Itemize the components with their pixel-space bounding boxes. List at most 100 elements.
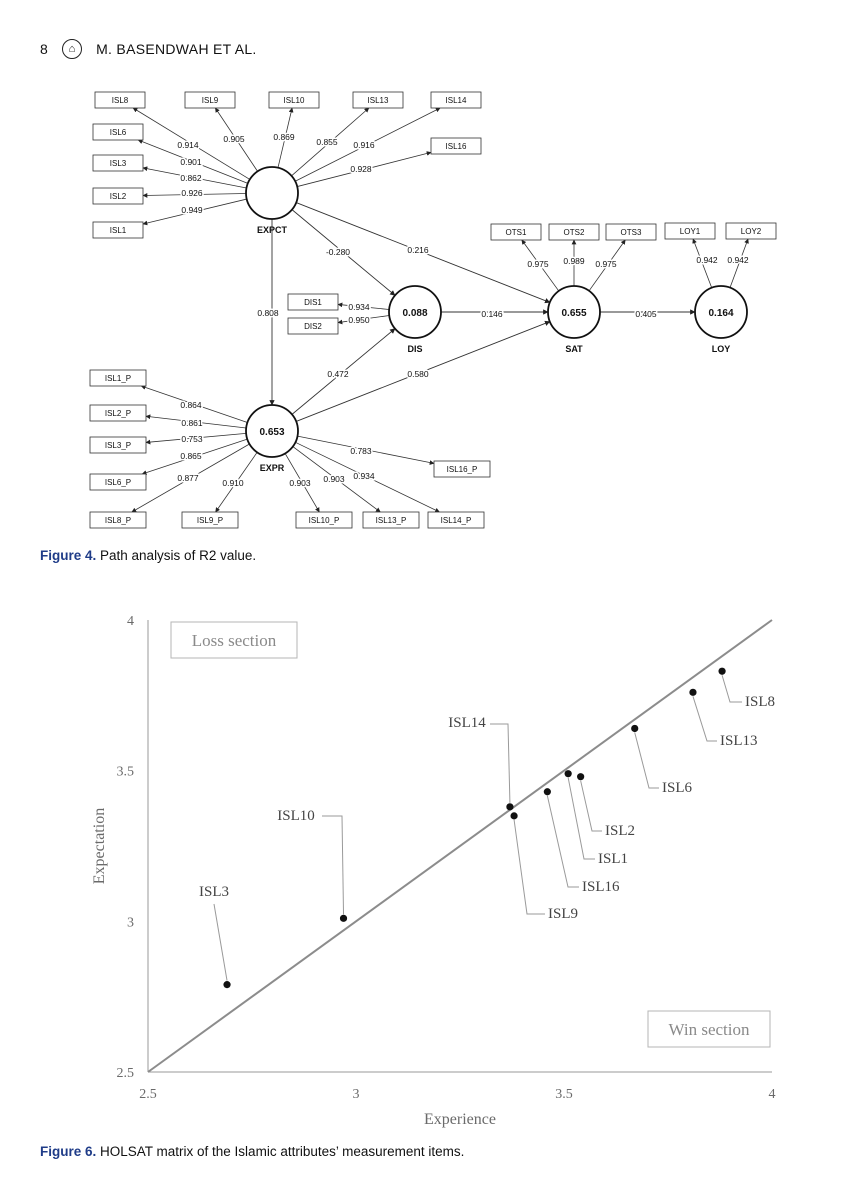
loss-section-box [170,621,298,659]
indicator-box-isl14-p [427,511,485,529]
loading-arrow-isl9-p [215,452,258,513]
path-arrow-expct-sat [296,202,551,304]
figure4-caption-text: Path analysis of R2 value. [96,548,257,563]
loading-arrow-loy2 [729,238,749,288]
indicator-box-isl1-p [89,369,147,387]
loading-value-isl16: 0.928 [350,164,372,174]
indicator-box-isl8 [94,91,146,109]
figure6-caption: Figure 6. HOLSAT matrix of the Islamic a… [40,1144,464,1159]
loading-value-isl8: 0.914 [177,140,199,150]
loading-value-isl6: 0.901 [180,157,202,167]
loading-arrow-isl8-p [131,443,250,513]
win-section-label: Win section [669,1020,750,1039]
indicator-label-isl1: ISL1 [110,226,127,235]
loading-value-isl14-p: 0.934 [353,471,375,481]
indicator-box-isl13-p [362,511,420,529]
indicator-label-isl3-p: ISL3_P [105,441,131,450]
leader-line-isl1 [567,777,595,860]
page-number: 8 [40,41,49,57]
construct-label-dis: DIS [407,344,422,354]
indicator-label-isl9-p: ISL9_P [197,516,223,525]
indicator-label-isl10: ISL10 [284,96,305,105]
leader-line-isl16 [546,795,579,888]
indicator-label-isl10-p: ISL10_P [309,516,340,525]
loading-value-isl1: 0.949 [181,205,203,215]
loading-arrow-isl14-p [295,441,440,513]
data-point-isl2 [577,773,585,781]
y-tick-label: 3 [127,915,134,930]
loading-value-isl13-p: 0.903 [323,474,345,484]
indicator-label-ots2: OTS2 [564,228,585,237]
loading-arrow-isl3 [142,166,247,189]
leader-line-isl6 [634,732,659,789]
construct-circle-expct [245,166,299,220]
win-section-box [647,1010,771,1048]
loading-value-isl14: 0.916 [353,140,375,150]
indicator-label-isl3: ISL3 [110,159,127,168]
indicator-label-isl13: ISL13 [368,96,389,105]
loading-arrow-isl16-p [297,435,435,465]
path-coef-expct-dis: -0.280 [326,247,350,257]
indicator-label-dis2: DIS2 [304,322,322,331]
loading-value-isl6-p: 0.865 [180,451,202,461]
x-axis-label: Experience [424,1111,496,1128]
figure6-caption-text: HOLSAT matrix of the Islamic attributes’… [96,1144,465,1159]
diagram-arrows [131,107,749,513]
loading-value-isl2: 0.926 [181,188,203,198]
point-label-isl13: ISL13 [720,733,758,749]
loading-value-dis1: 0.934 [348,302,370,312]
construct-label-expr: EXPR [260,463,285,473]
path-arrow-expr-dis [291,328,396,415]
diagram-labels: ISL80.914ISL90.905ISL100.869ISL130.855IS… [105,96,762,525]
construct-r2-sat: 0.655 [561,308,586,319]
indicator-box-dis2 [287,317,339,335]
journal-logo-icon: ⌂ [62,39,83,59]
loading-value-dis2: 0.950 [348,315,370,325]
point-label-isl9: ISL9 [548,906,578,922]
point-label-isl16: ISL16 [582,879,620,895]
loading-value-loy2: 0.942 [727,255,749,265]
loading-value-isl10: 0.869 [273,132,295,142]
point-label-isl10: ISL10 [277,808,315,824]
indicator-box-isl10-p [295,511,353,529]
path-coef-expr-dis: 0.472 [327,369,349,379]
y-axis-label: Expectation [91,808,108,884]
indicator-box-isl10 [268,91,320,109]
indicator-box-isl3 [92,154,144,172]
diagram-nodes [89,91,777,529]
construct-r2-expr: 0.653 [259,427,284,438]
indicator-label-isl8: ISL8 [112,96,129,105]
x-tick-label: 3.5 [555,1087,573,1102]
indicator-label-loy2: LOY2 [741,227,762,236]
loading-arrow-isl3-p [145,432,247,445]
indicator-label-isl8-p: ISL8_P [105,516,131,525]
path-coef-expct-sat: 0.216 [407,245,429,255]
data-point-isl3 [223,981,231,989]
leader-line-isl3 [213,903,228,981]
indicator-label-isl14-p: ISL14_P [441,516,472,525]
leader-line-isl14 [490,723,511,803]
construct-circle-expr [245,404,299,458]
indicator-box-isl1 [92,221,144,239]
indicator-label-isl9: ISL9 [202,96,219,105]
path-coef-dis-sat: 0.146 [481,309,503,319]
loading-arrow-isl10-p [284,453,320,513]
leader-line-isl10 [322,815,345,915]
indicator-box-isl6-p [89,473,147,491]
indicator-box-isl6 [92,123,144,141]
indicator-label-isl13-p: ISL13_P [376,516,407,525]
running-header: 8 ⌂ M. BASENDWAH ET AL. [40,38,257,60]
leader-line-isl9 [513,819,545,915]
loading-arrow-isl2 [142,193,247,198]
path-arrow-expr-sat [296,320,551,422]
data-point-isl14 [506,803,514,811]
figure4-caption-label: Figure 4. [40,548,97,563]
indicator-box-isl2 [92,187,144,205]
indicator-box-loy1 [664,222,716,240]
loading-value-loy1: 0.942 [696,255,718,265]
data-point-isl16 [543,788,551,796]
point-label-isl2: ISL2 [605,823,635,839]
loading-arrow-isl13-p [292,446,381,513]
indicator-label-isl6-p: ISL6_P [105,478,131,487]
